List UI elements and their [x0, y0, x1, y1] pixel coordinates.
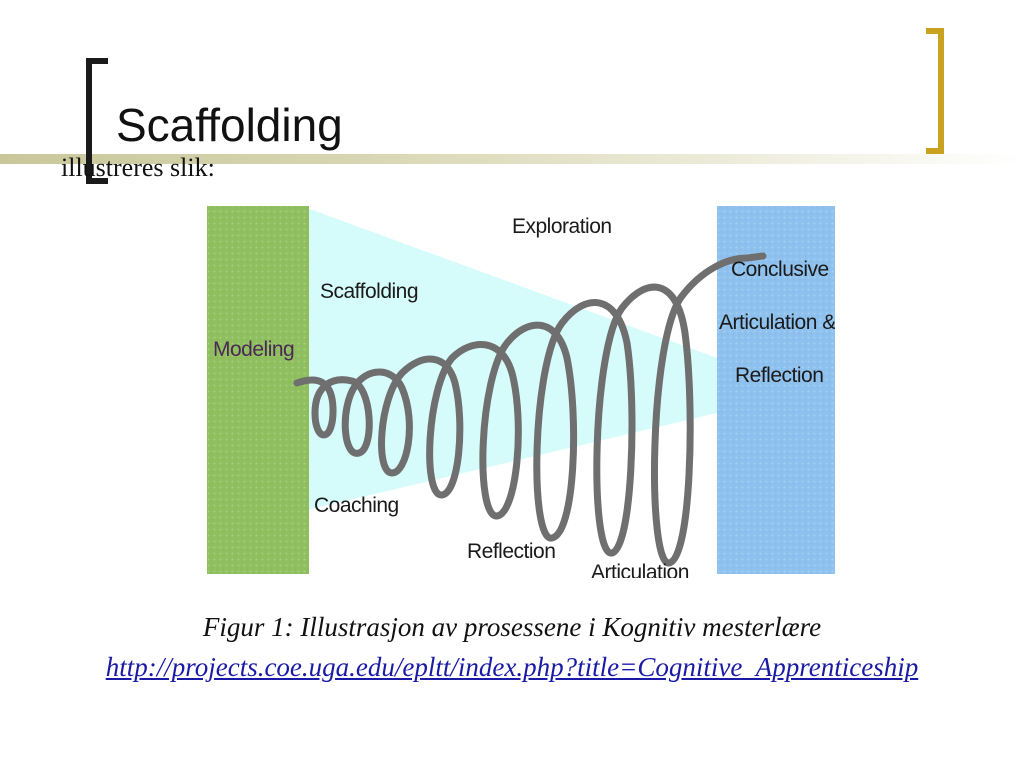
slide-title: Scaffolding	[116, 99, 343, 151]
conclusive-panel-texture	[717, 206, 835, 574]
modeling-label: Modeling	[213, 338, 294, 361]
spiral-diagram: Modeling Scaffolding Exploration Conclus…	[207, 206, 835, 578]
articulation-label: Articulation	[591, 561, 689, 578]
conclusive-label-line2: Articulation &	[719, 311, 835, 334]
coaching-label: Coaching	[314, 494, 399, 517]
reflection-label: Reflection	[467, 540, 555, 563]
source-link-container: http://projects.coe.uga.edu/epltt/index.…	[0, 652, 1024, 683]
cognitive-apprenticeship-figure: Modeling Scaffolding Exploration Conclus…	[207, 198, 835, 578]
scaffolding-label: Scaffolding	[320, 280, 418, 303]
conclusive-label-line1: Conclusive	[731, 258, 829, 281]
exploration-label: Exploration	[512, 215, 612, 238]
figure-caption: Figur 1: Illustrasjon av prosessene i Ko…	[202, 612, 822, 642]
source-link[interactable]: http://projects.coe.uga.edu/epltt/index.…	[105, 652, 919, 682]
slide-subtitle: illustreres slik:	[61, 153, 215, 182]
learning-spiral	[293, 252, 767, 567]
left-bracket-decoration	[86, 58, 108, 184]
title-underline-rule	[0, 154, 1024, 164]
right-bracket-decoration	[926, 28, 944, 154]
modeling-panel-texture	[207, 206, 309, 574]
conclusive-label-line3: Reflection	[735, 364, 823, 387]
